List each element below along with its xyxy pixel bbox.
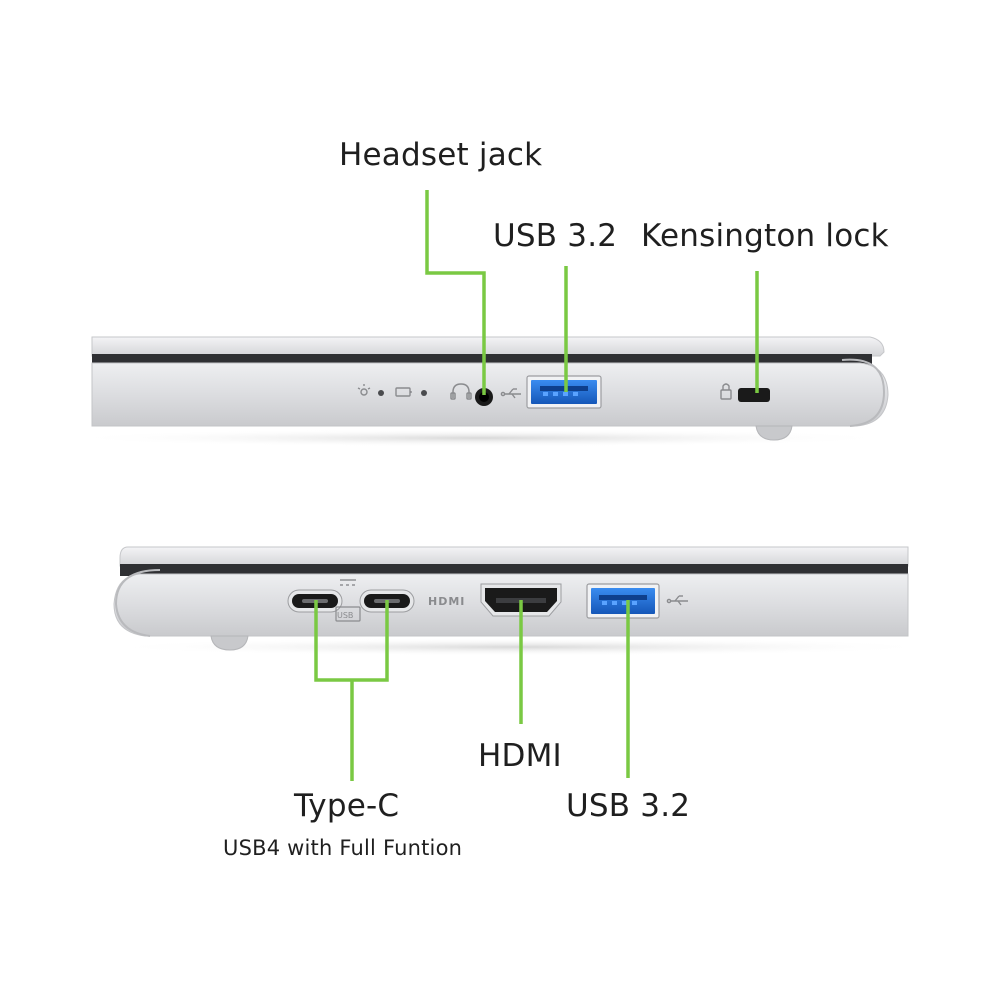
svg-text:USB: USB xyxy=(337,611,353,620)
battery-led xyxy=(421,390,427,396)
laptop-seam xyxy=(92,354,872,365)
power-led xyxy=(378,390,384,396)
laptop-shadow xyxy=(60,429,900,447)
laptop-left-side-view: USB HDMI xyxy=(100,546,940,656)
lock-icon xyxy=(720,383,732,400)
laptop-hinge xyxy=(114,569,161,637)
label-usb-3-2-bottom: USB 3.2 xyxy=(566,788,691,824)
laptop-lid xyxy=(91,336,885,357)
dc-power-icon xyxy=(340,579,356,586)
headset-icon xyxy=(450,383,472,400)
laptop-foot xyxy=(755,425,793,441)
label-kensington-lock: Kensington lock xyxy=(641,218,889,254)
usb-trident-icon xyxy=(666,595,688,606)
kensington-lock-slot xyxy=(738,388,770,402)
usb-badge-icon: USB xyxy=(335,606,361,622)
usb-a-port-bottom xyxy=(586,583,660,619)
label-usb-3-2-top: USB 3.2 xyxy=(493,218,618,254)
callout-lines xyxy=(314,190,759,781)
battery-led-icon xyxy=(395,387,412,397)
label-headset-jack: Headset jack xyxy=(339,137,543,173)
hdmi-logo: HDMI xyxy=(428,595,465,608)
label-type-c: Type-C xyxy=(294,788,400,824)
power-led-icon xyxy=(357,384,371,396)
laptop-lid xyxy=(119,546,909,567)
laptop-hinge xyxy=(841,358,886,427)
usb-a-port-top xyxy=(526,375,602,409)
laptop-foot xyxy=(210,635,249,651)
label-type-c-subtitle: USB4 with Full Funtion xyxy=(223,836,463,860)
label-hdmi: HDMI xyxy=(478,738,562,774)
usb-trident-icon xyxy=(500,388,521,399)
laptop-seam xyxy=(120,564,908,576)
laptop-right-side-view xyxy=(60,336,900,447)
callout-headset-jack xyxy=(425,190,486,395)
